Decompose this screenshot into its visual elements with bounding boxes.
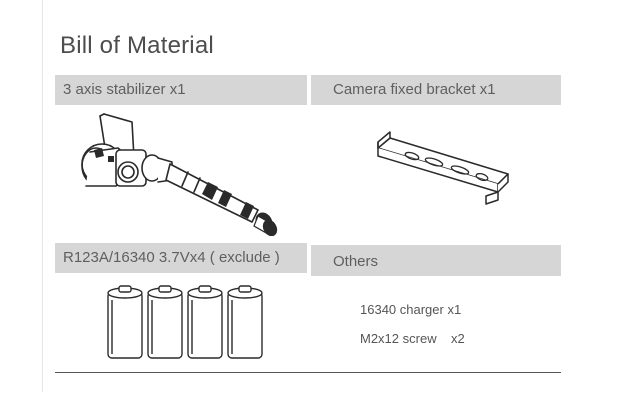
battery-icon — [147, 285, 183, 359]
battery-icon — [187, 285, 223, 359]
battery-icon — [227, 285, 263, 359]
battery-icon — [107, 285, 143, 359]
section-header-battery: R123A/16340 3.7Vx4 ( exclude ) — [55, 243, 307, 273]
camera-bracket-illustration — [377, 131, 509, 205]
stabilizer-illustration — [81, 113, 278, 236]
section-header-bracket: Camera fixed bracket x1 — [311, 75, 561, 105]
left-divider — [42, 0, 43, 392]
others-item-charger: 16340 charger x1 — [360, 302, 462, 317]
section-header-others: Others — [311, 245, 561, 276]
section-header-stabilizer: 3 axis stabilizer x1 — [55, 75, 307, 105]
others-item-screw: M2x12 screw x2 — [360, 331, 465, 346]
page-title: Bill of Material — [60, 32, 214, 59]
bottom-divider — [55, 372, 561, 373]
batteries-illustration — [107, 285, 263, 359]
